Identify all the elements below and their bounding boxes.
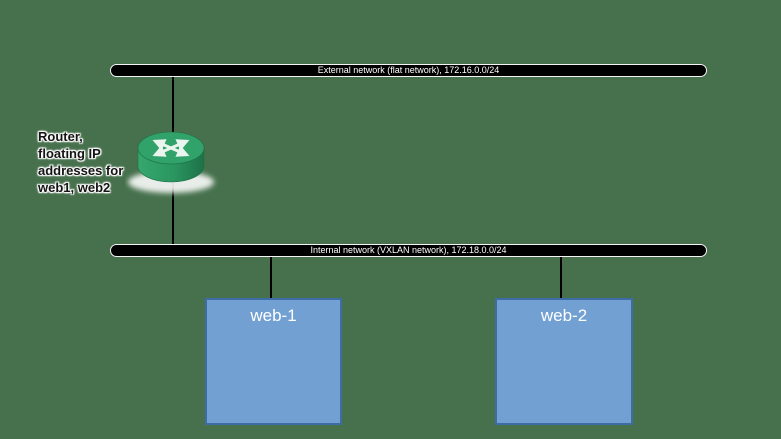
node-web-2-label: web-2 <box>540 306 588 325</box>
router-icon <box>125 120 220 202</box>
web1-connector-line <box>270 257 272 298</box>
internal-network-bar: Internal network (VXLAN network), 172.18… <box>110 244 707 257</box>
internal-network-label: Internal network (VXLAN network), 172.18… <box>310 245 507 255</box>
external-network-label: External network (flat network), 172.16.… <box>317 65 500 75</box>
router-label: Router, floating IP addresses for web1, … <box>38 128 123 196</box>
router-label-line: addresses for <box>38 163 124 178</box>
router-label-line: Router, <box>38 129 83 144</box>
router-label-line: floating IP <box>38 146 101 161</box>
node-web-1: web-1 <box>205 298 342 425</box>
external-network-bar: External network (flat network), 172.16.… <box>110 64 707 77</box>
router-label-line: web1, web2 <box>38 180 111 195</box>
web2-connector-line <box>560 257 562 298</box>
node-web-2: web-2 <box>495 298 633 425</box>
node-web-1-label: web-1 <box>250 306 297 325</box>
